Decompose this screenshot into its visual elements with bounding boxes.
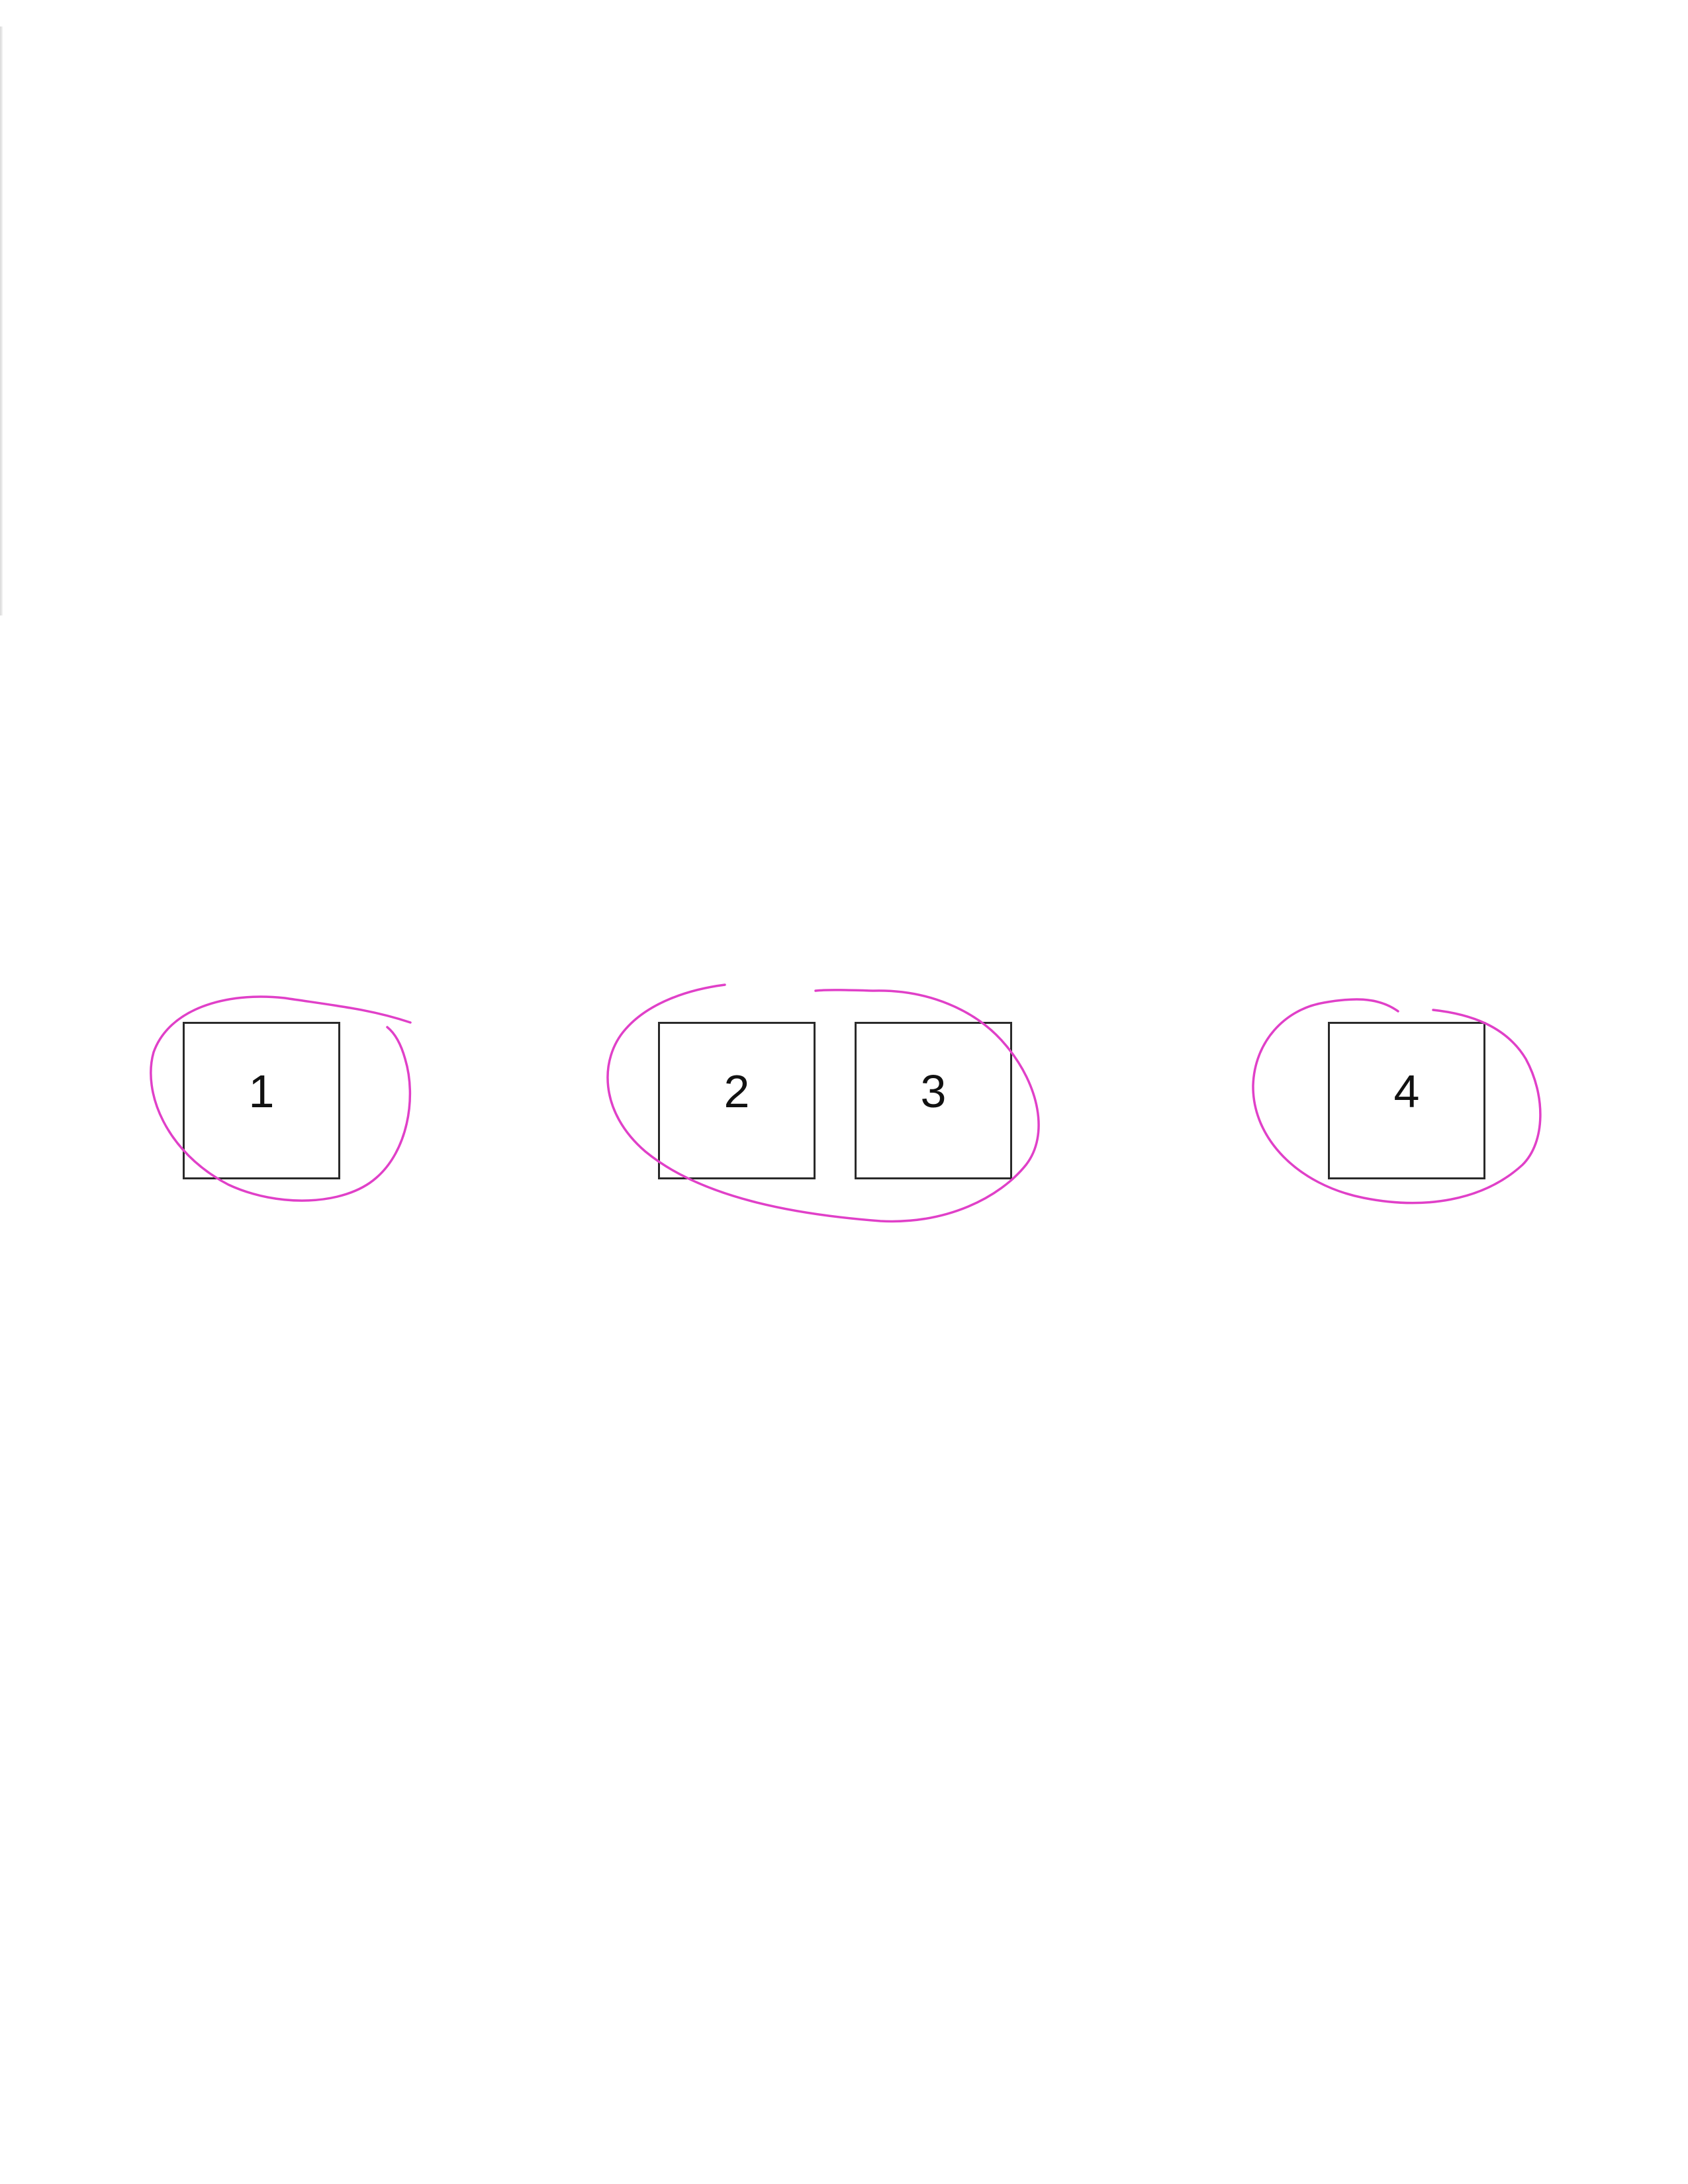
numbered-box-1: 1	[183, 1022, 340, 1179]
scan-edge-shadow	[0, 26, 3, 615]
box-label-2: 2	[724, 1066, 750, 1117]
numbered-box-3: 3	[855, 1022, 1012, 1179]
box-label-3: 3	[920, 1066, 947, 1117]
box-label-4: 4	[1393, 1066, 1420, 1117]
numbered-box-4: 4	[1328, 1022, 1485, 1179]
box-label-1: 1	[248, 1066, 275, 1117]
numbered-box-2: 2	[658, 1022, 816, 1179]
